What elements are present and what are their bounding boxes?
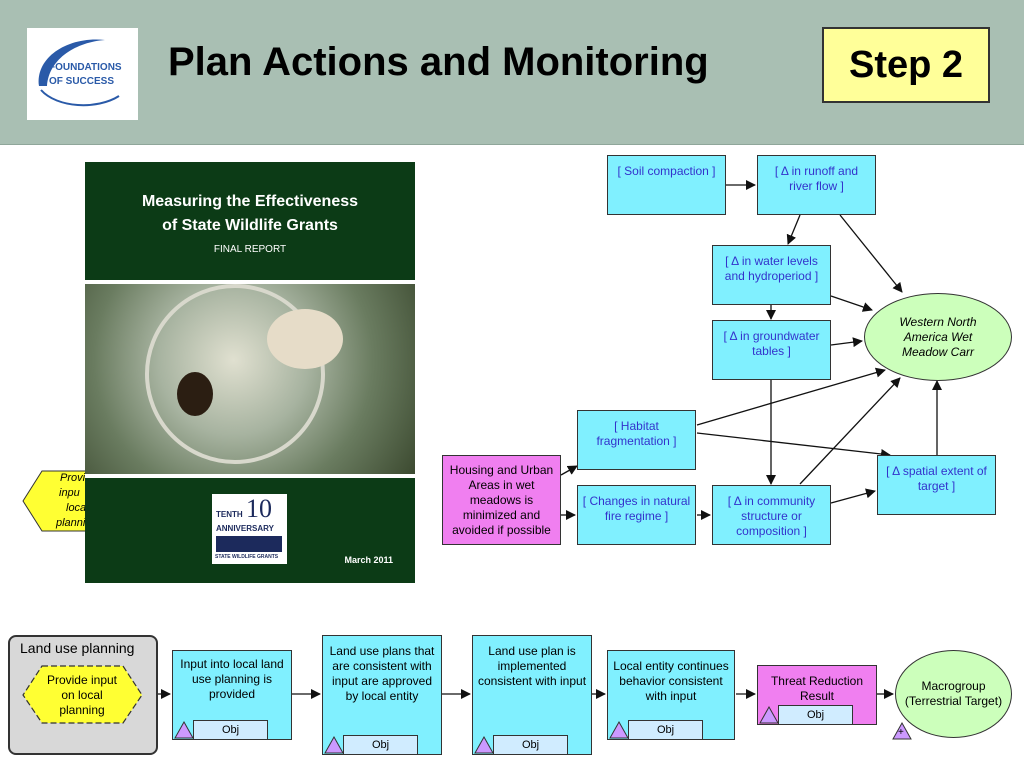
- threat-reduction-result-label: Threat Reduction Result: [770, 674, 864, 703]
- arrow-groundwater-target: [830, 337, 863, 348]
- result-step3-label: Land use plan is implemented consistent …: [477, 644, 587, 688]
- indicator-triangle-icon[interactable]: [609, 721, 629, 739]
- anniv-number: 10: [246, 494, 272, 523]
- foundations-of-success-logo: FOUNDATIONS OF SUCCESS: [27, 28, 138, 120]
- cover-subtitle: FINAL REPORT: [213, 244, 287, 255]
- cover-title-line2: of State Wildlife Grants: [162, 217, 338, 234]
- macrogroup-target[interactable]: Macrogroup (Terrestrial Target): [895, 650, 1012, 738]
- objective-box-1[interactable]: Obj: [193, 720, 268, 740]
- anniv-text-tenth: TENTH: [216, 510, 243, 519]
- factor-community-structure-label: [ Δ in community structure or compositio…: [727, 494, 816, 538]
- strategy-provide-input: Provide input on local planning: [42, 665, 122, 725]
- factor-groundwater-label: [ Δ in groundwater tables ]: [723, 329, 820, 358]
- logo-text-line2: OF SUCCESS: [49, 76, 115, 87]
- conservation-target-label: Western North America Wet Meadow Carr: [899, 314, 977, 359]
- factor-soil-compaction[interactable]: [ Soil compaction ]: [607, 155, 726, 215]
- factor-groundwater[interactable]: [ Δ in groundwater tables ]: [712, 320, 831, 380]
- tenth-anniversary-logo: TENTH 10 ANNIVERSARY STATE WILDLIFE GRAN…: [212, 494, 287, 564]
- strategy-hexagon[interactable]: [22, 665, 144, 725]
- indicator-triangle-icon[interactable]: [474, 736, 494, 754]
- indicator-triangle-icon[interactable]: [759, 706, 779, 724]
- objective-box-2[interactable]: Obj: [343, 735, 418, 755]
- cover-title: Measuring the Effectiveness of State Wil…: [85, 190, 415, 238]
- objective-box-4[interactable]: Obj: [628, 720, 703, 740]
- indicator-triangle-icon[interactable]: [174, 721, 194, 739]
- result-step1-label: Input into local land use planning is pr…: [180, 657, 284, 701]
- objective-box-5[interactable]: Obj: [778, 705, 853, 725]
- step-badge: Step 2: [822, 27, 990, 103]
- result-housing-label: Housing and Urban Areas in wet meadows i…: [449, 462, 554, 537]
- threat-reduction-result[interactable]: Threat Reduction Result: [757, 665, 877, 725]
- factor-spatial-extent[interactable]: [ Δ spatial extent of target ]: [877, 455, 996, 515]
- cover-photo: [85, 280, 415, 478]
- arrow-housing-habitat: [560, 465, 578, 476]
- strategy-partial-text-2: inpu: [59, 487, 80, 499]
- anniv-footer: STATE WILDLIFE GRANTS: [215, 554, 279, 560]
- indicator-plus: +: [898, 727, 904, 738]
- slide-header: FOUNDATIONS OF SUCCESS Plan Actions and …: [0, 0, 1024, 145]
- result-housing[interactable]: Housing and Urban Areas in wet meadows i…: [442, 455, 561, 545]
- conservation-target-wet-meadow[interactable]: Western North America Wet Meadow Carr: [864, 293, 1012, 381]
- report-cover-image: Measuring the Effectiveness of State Wil…: [85, 162, 415, 583]
- factor-water-levels-label: [ Δ in water levels and hydroperiod ]: [724, 254, 819, 283]
- arrow-runoff-water: [786, 214, 801, 245]
- logo-swoosh-icon: [38, 39, 120, 107]
- arrow-habitat-target: [696, 367, 886, 426]
- arrow-community-spatial: [830, 488, 876, 504]
- factor-fire-regime-label: [ Changes in natural fire regime ]: [582, 494, 691, 523]
- factor-runoff-label: [ Δ in runoff and river flow ]: [774, 164, 859, 193]
- page-title: Plan Actions and Monitoring: [168, 40, 709, 84]
- objective-box-3[interactable]: Obj: [493, 735, 568, 755]
- arrow-community-target: [799, 377, 901, 485]
- factor-habitat-fragmentation[interactable]: [ Habitat fragmentation ]: [577, 410, 696, 470]
- factor-runoff[interactable]: [ Δ in runoff and river flow ]: [757, 155, 876, 215]
- strategy-partial-text-3: loca: [66, 502, 87, 514]
- indicator-triangle-icon[interactable]: [324, 736, 344, 754]
- logo-text-line1: FOUNDATIONS: [49, 62, 122, 73]
- factor-spatial-extent-label: [ Δ spatial extent of target ]: [886, 464, 987, 493]
- result-step4-label: Local entity continues behavior consiste…: [613, 659, 729, 703]
- strategy-partial-text-4: planni: [56, 517, 86, 529]
- cover-title-line1: Measuring the Effectiveness: [141, 193, 359, 210]
- net-photo-icon: [145, 284, 343, 464]
- arrow-water-target: [830, 295, 873, 312]
- cover-date: March 2011: [344, 555, 393, 565]
- factor-fire-regime[interactable]: [ Changes in natural fire regime ]: [577, 485, 696, 545]
- arrow-habitat-spatial: [696, 432, 891, 459]
- result-step2-label: Land use plans that are consistent with …: [329, 644, 435, 703]
- factor-water-levels[interactable]: [ Δ in water levels and hydroperiod ]: [712, 245, 831, 305]
- factor-habitat-fragmentation-label: [ Habitat fragmentation ]: [596, 419, 677, 448]
- land-use-planning-label: Land use planning: [20, 640, 135, 656]
- strategy-provide-input-label: Provide input on local planning: [46, 672, 118, 717]
- factor-soil-compaction-label: [ Soil compaction ]: [617, 164, 716, 178]
- anniv-text-anniversary: ANNIVERSARY: [216, 524, 274, 533]
- arrow-runoff-target: [839, 214, 903, 293]
- anniv-wildlife-icons: [216, 536, 282, 552]
- indicator-triangle-plus-icon[interactable]: [892, 722, 912, 740]
- factor-community-structure[interactable]: [ Δ in community structure or compositio…: [712, 485, 831, 545]
- macrogroup-target-label: Macrogroup (Terrestrial Target): [904, 679, 1003, 708]
- strategy-partial-text-1: Provi: [60, 472, 86, 484]
